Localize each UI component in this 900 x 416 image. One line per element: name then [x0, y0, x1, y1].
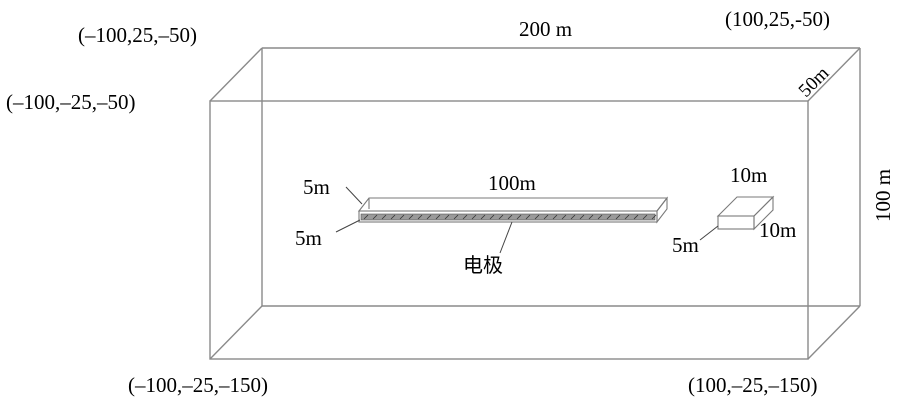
- electrode-hatch-mark: [498, 214, 504, 220]
- electrode-hatch-mark: [390, 214, 396, 220]
- electrode-hatch-marks: [363, 214, 657, 220]
- small-box-right-face: [753, 195, 774, 231]
- electrode-hatch-mark: [624, 214, 630, 220]
- electrode-hatch-mark: [516, 214, 522, 220]
- electrode-hatch-mark: [633, 214, 639, 220]
- small-box-length-label: 10m: [730, 163, 767, 187]
- domain-depth-edge-br: [807, 305, 861, 360]
- electrode-hatch-mark: [444, 214, 450, 220]
- electrode-width-label: 5m: [295, 226, 322, 250]
- leader-electrode-label: [499, 221, 513, 254]
- electrode-hatch-mark: [642, 214, 648, 220]
- electrode-hatch-mark: [399, 214, 405, 220]
- electrode-hatch-mark: [579, 214, 585, 220]
- small-box-top-face: [716, 196, 775, 217]
- electrode-hatch-mark: [462, 214, 468, 220]
- electrode-hatch-mark: [372, 214, 378, 220]
- corner-label-back-top-right: (100,25,-50): [725, 7, 830, 31]
- electrode-hatch-mark: [588, 214, 594, 220]
- domain-depth-edge-bl: [209, 305, 263, 360]
- electrode-hatch-mark: [597, 214, 603, 220]
- domain-height-label: 100 m: [871, 169, 895, 222]
- electrode-hatch-mark: [489, 214, 495, 220]
- electrode-hatch-mark: [525, 214, 531, 220]
- electrode-hatch-mark: [453, 214, 459, 220]
- electrode-box: [357, 196, 669, 224]
- corner-label-front-top-left: (–100,–25,–50): [6, 90, 136, 114]
- corner-label-front-bottom-left: (–100,–25,–150): [128, 373, 268, 397]
- electrode-hatch-mark: [471, 214, 477, 220]
- corner-label-front-bottom-right: (100,–25,–150): [688, 373, 818, 397]
- electrode-hatch-mark: [606, 214, 612, 220]
- electrode-length-label: 100m: [488, 171, 536, 195]
- small-box-height-label: 5m: [672, 233, 699, 257]
- domain-length-label: 200 m: [519, 17, 572, 41]
- electrode-hatch-mark: [651, 214, 657, 220]
- electrode-hatch-mark: [570, 214, 576, 220]
- domain-front-face: [209, 100, 809, 360]
- electrode-hatch-mark: [534, 214, 540, 220]
- electrode-hatch-mark: [417, 214, 423, 220]
- electrode-name-label: 电极: [463, 253, 503, 277]
- leader-electrode-height: [345, 186, 363, 205]
- electrode-hatch-mark: [381, 214, 387, 220]
- domain-box: [209, 47, 861, 360]
- domain-depth-label: 50m: [795, 63, 834, 102]
- electrode-hatch-mark: [507, 214, 513, 220]
- electrode-hatch-mark: [543, 214, 549, 220]
- electrode-top-face: [357, 197, 669, 212]
- electrode-hatch-mark: [363, 214, 369, 220]
- small-box: [716, 195, 775, 231]
- leader-small-box-height: [699, 225, 719, 241]
- small-box-front-face: [717, 215, 755, 230]
- domain-depth-edge-tl: [209, 47, 263, 102]
- electrode-strip: [360, 213, 656, 221]
- electrode-height-label: 5m: [303, 175, 330, 199]
- electrode-hatch-mark: [408, 214, 414, 220]
- electrode-hatch-mark: [552, 214, 558, 220]
- electrode-hatch-mark: [480, 214, 486, 220]
- electrode-hatch-mark: [561, 214, 567, 220]
- corner-label-back-top-left: (–100,25,–50): [78, 23, 197, 47]
- domain-depth-edge-tr: [807, 47, 861, 102]
- small-box-width-label: 10m: [759, 218, 796, 242]
- electrode-hatch-mark: [435, 214, 441, 220]
- leader-electrode-width: [335, 219, 361, 233]
- electrode-hatch-mark: [615, 214, 621, 220]
- electrode-right-face: [656, 196, 668, 224]
- electrode-hatch-mark: [426, 214, 432, 220]
